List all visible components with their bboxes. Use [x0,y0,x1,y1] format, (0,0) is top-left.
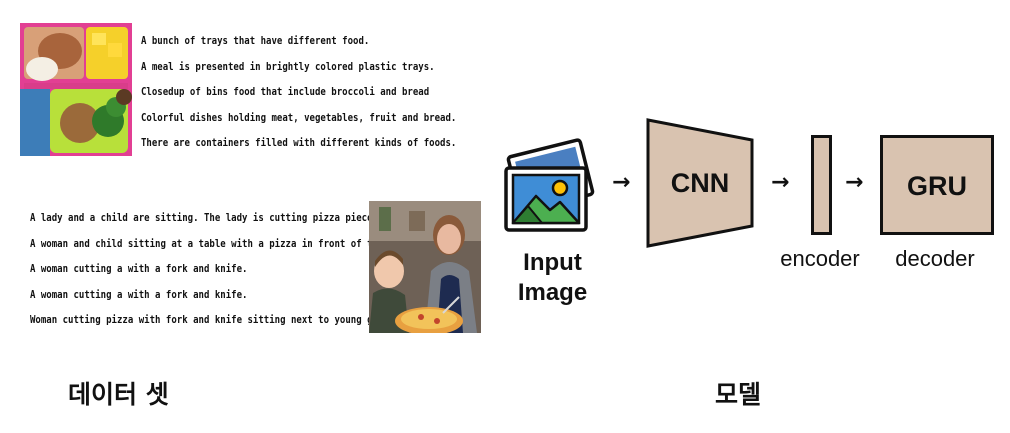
caption-line: A bunch of trays that have different foo… [141,35,370,47]
arrow-icon: → [612,170,631,195]
woman-child-pizza-illustration [369,201,481,333]
model-section-title: 모델 [715,380,762,409]
food-tray-illustration [20,23,132,156]
caption-line: A woman and child sitting at a table wit… [30,237,395,250]
woman-child-pizza-photo [369,201,481,333]
caption-line: A woman cutting a with a fork and knife. [30,263,248,275]
caption-line: A meal is presented in brightly colored … [141,60,435,73]
cnn-trapezoid-shape [646,118,754,248]
gru-label: GRU [907,171,967,201]
caption-line: Colorful dishes holding meat, vegetables… [141,111,457,124]
cnn-block: CNN [646,118,754,248]
caption-list-top: A bunch of trays that have different foo… [141,29,456,157]
image-gallery-icon [498,134,602,238]
food-tray-photo [20,23,132,156]
input-image-label: Input Image [505,248,600,308]
caption-line: Woman cutting pizza with fork and knife … [30,314,395,326]
caption-line: Closedup of bins food that include brocc… [141,86,430,98]
arrow-icon: → [845,170,864,195]
decoder-label: decoder [895,246,975,271]
caption-line: There are containers filled with differe… [141,137,457,149]
caption-line: A woman cutting a with a fork and knife. [30,288,248,301]
input-label-line2: Image [517,279,588,306]
dataset-section-title: 데이터 셋 [68,380,169,409]
arrow-icon: → [771,170,790,195]
caption-list-bottom: A lady and a child are sitting. The lady… [30,206,394,334]
input-label-line1: Input [523,249,582,276]
encoder-block [811,135,832,235]
cnn-label: CNN [670,168,730,198]
encoder-label: encoder [780,246,860,271]
caption-line: A lady and a child are sitting. The lady… [30,212,384,224]
gru-block: GRU [880,135,994,235]
